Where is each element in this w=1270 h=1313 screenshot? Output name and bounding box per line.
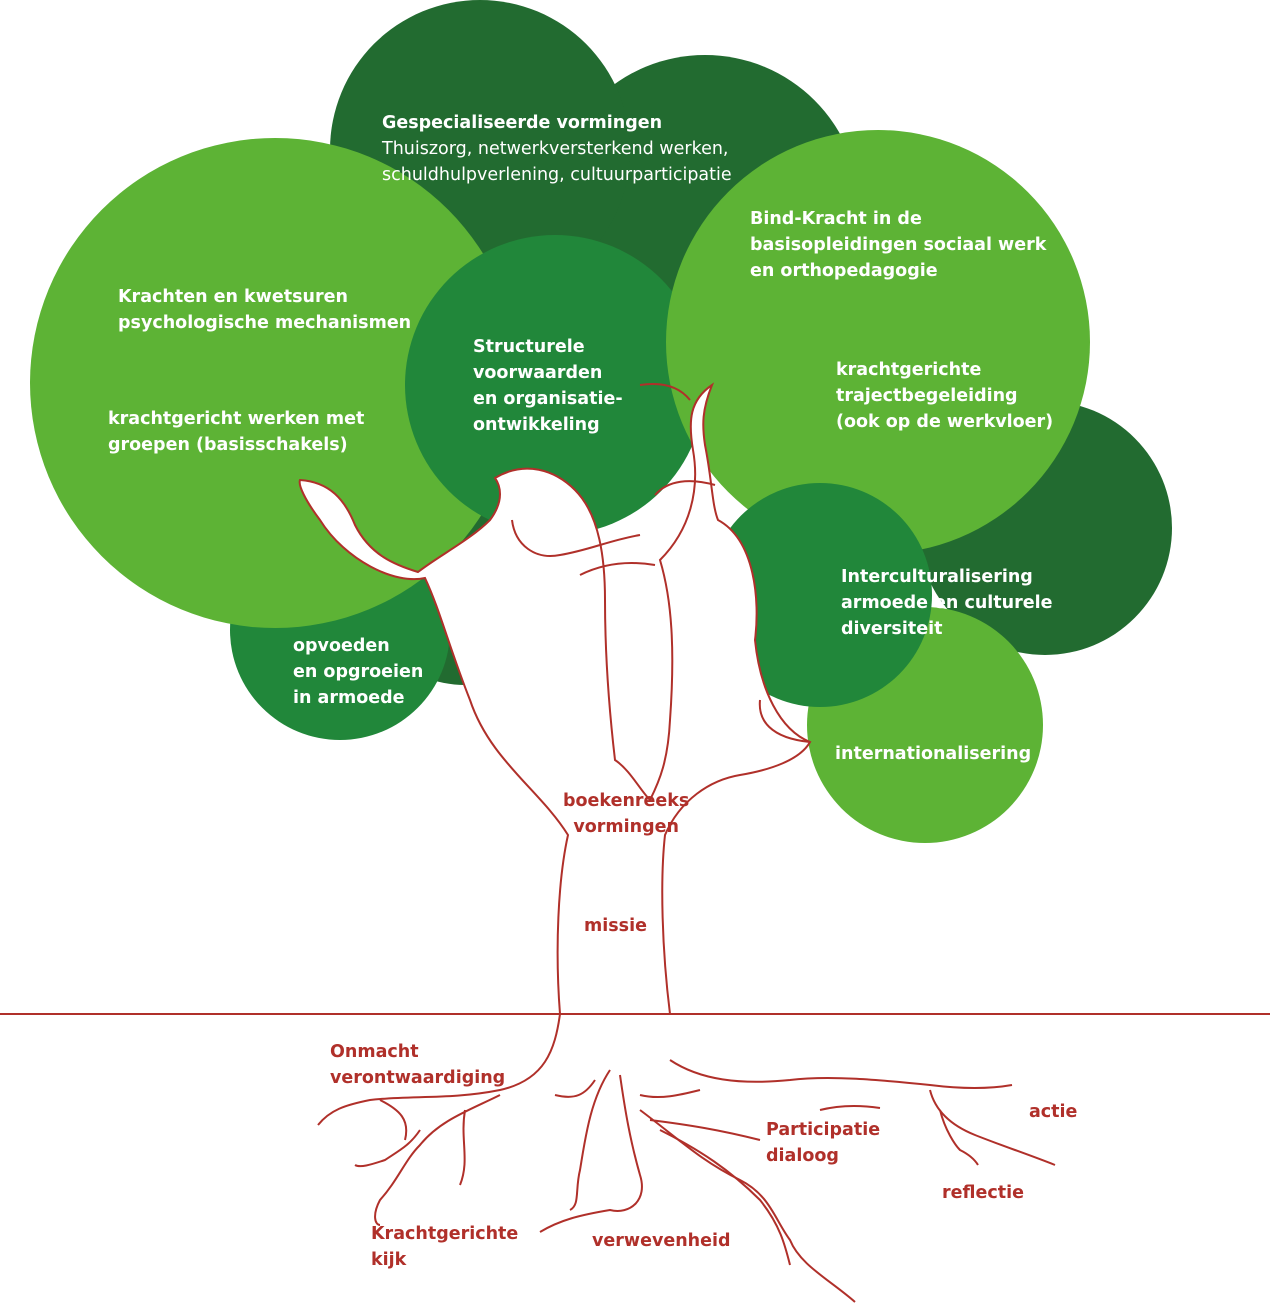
label-internationalisering-text: internationalisering [835,744,1032,764]
label-participatie-line1: Participatie [766,1120,881,1140]
label-internationalisering: internationalisering [835,741,1031,767]
label-gespecialiseerde-line2: schuldhulpverlening, cultuurparticipatie [382,165,732,185]
label-verwevenheid-text: verwevenheid [592,1231,731,1251]
label-groepen-line2: groepen (basisschakels) [108,435,348,455]
label-actie: actie [1029,1099,1077,1125]
label-kijk-line2: kijk [371,1250,407,1270]
label-onmacht: Onmacht verontwaardiging [330,1039,505,1091]
label-gespecialiseerde-vormingen: Gespecialiseerde vormingen Thuiszorg, ne… [382,110,732,188]
label-reflectie: reflectie [942,1180,1024,1206]
label-participatie: Participatie dialoog [766,1117,880,1169]
label-traject-line3: (ook op de werkvloer) [836,412,1054,432]
label-krachtgericht-groepen: krachtgericht werken met groepen (basiss… [108,406,364,458]
label-boekenreeks-line2: vormingen [573,817,679,837]
label-structurele-line3: en organisatie- [473,389,623,409]
branch-strokes [511,382,811,743]
label-intercultureel-line3: diversiteit [841,619,943,639]
label-actie-text: actie [1029,1102,1078,1122]
label-gespecialiseerde-title: Gespecialiseerde vormingen [382,113,663,133]
label-bindkracht-line3: en orthopedagogie [750,261,938,281]
label-intercultureel-line2: armoede en culturele [841,593,1053,613]
tree-trunk [298,382,812,1015]
label-bind-kracht: Bind-Kracht in de basisopleidingen socia… [750,206,1046,284]
label-groepen-line1: krachtgericht werken met [108,409,365,429]
label-opvoeden-line3: in armoede [293,688,405,708]
label-bindkracht-line2: basisopleidingen sociaal werk [750,235,1047,255]
label-onmacht-line2: verontwaardiging [330,1068,506,1088]
label-participatie-line2: dialoog [766,1146,839,1166]
label-krachten-line1: Krachten en kwetsuren [118,287,348,307]
label-onmacht-line1: Onmacht [330,1042,419,1062]
label-gespecialiseerde-line1: Thuiszorg, netwerkversterkend werken, [382,139,729,159]
label-krachten-line2: psychologische mechanismen [118,313,412,333]
label-interculturalisering: Interculturalisering armoede en culturel… [841,564,1053,642]
label-intercultureel-line1: Interculturalisering [841,567,1033,587]
label-krachten-kwetsuren: Krachten en kwetsuren psychologische mec… [118,284,411,336]
label-opvoeden-armoede: opvoeden en opgroeien in armoede [293,633,423,711]
label-opvoeden-line2: en opgroeien [293,662,424,682]
roots [317,1013,1056,1303]
label-structurele-line1: Structurele [473,337,585,357]
label-missie: missie [584,913,647,939]
label-traject-line1: krachtgerichte [836,360,982,380]
canopy-circle-bindkracht [666,130,1090,554]
label-bindkracht-line1: Bind-Kracht in de [750,209,922,229]
label-opvoeden-line1: opvoeden [293,636,390,656]
label-missie-text: missie [584,916,647,936]
label-boekenreeks: boekenreeks vormingen [563,788,689,840]
label-kijk-line1: Krachtgerichte [371,1224,519,1244]
label-structurele-line2: voorwaarden [473,363,603,383]
canopy-circle-intercultureel [708,483,932,707]
label-traject-line2: trajectbegeleiding [836,386,1018,406]
label-krachtgerichte-kijk: Krachtgerichte kijk [371,1221,518,1273]
canopy-circle-krachten [30,138,520,628]
label-boekenreeks-line1: boekenreeks [563,791,690,811]
label-structurele-voorwaarden: Structurele voorwaarden en organisatie- … [473,334,623,438]
label-trajectbegeleiding: krachtgerichte trajectbegeleiding (ook o… [836,357,1053,435]
label-verwevenheid: verwevenheid [592,1228,731,1254]
canopy-circle-structurele [405,235,705,535]
label-structurele-line4: ontwikkeling [473,415,600,435]
label-reflectie-text: reflectie [942,1183,1024,1203]
